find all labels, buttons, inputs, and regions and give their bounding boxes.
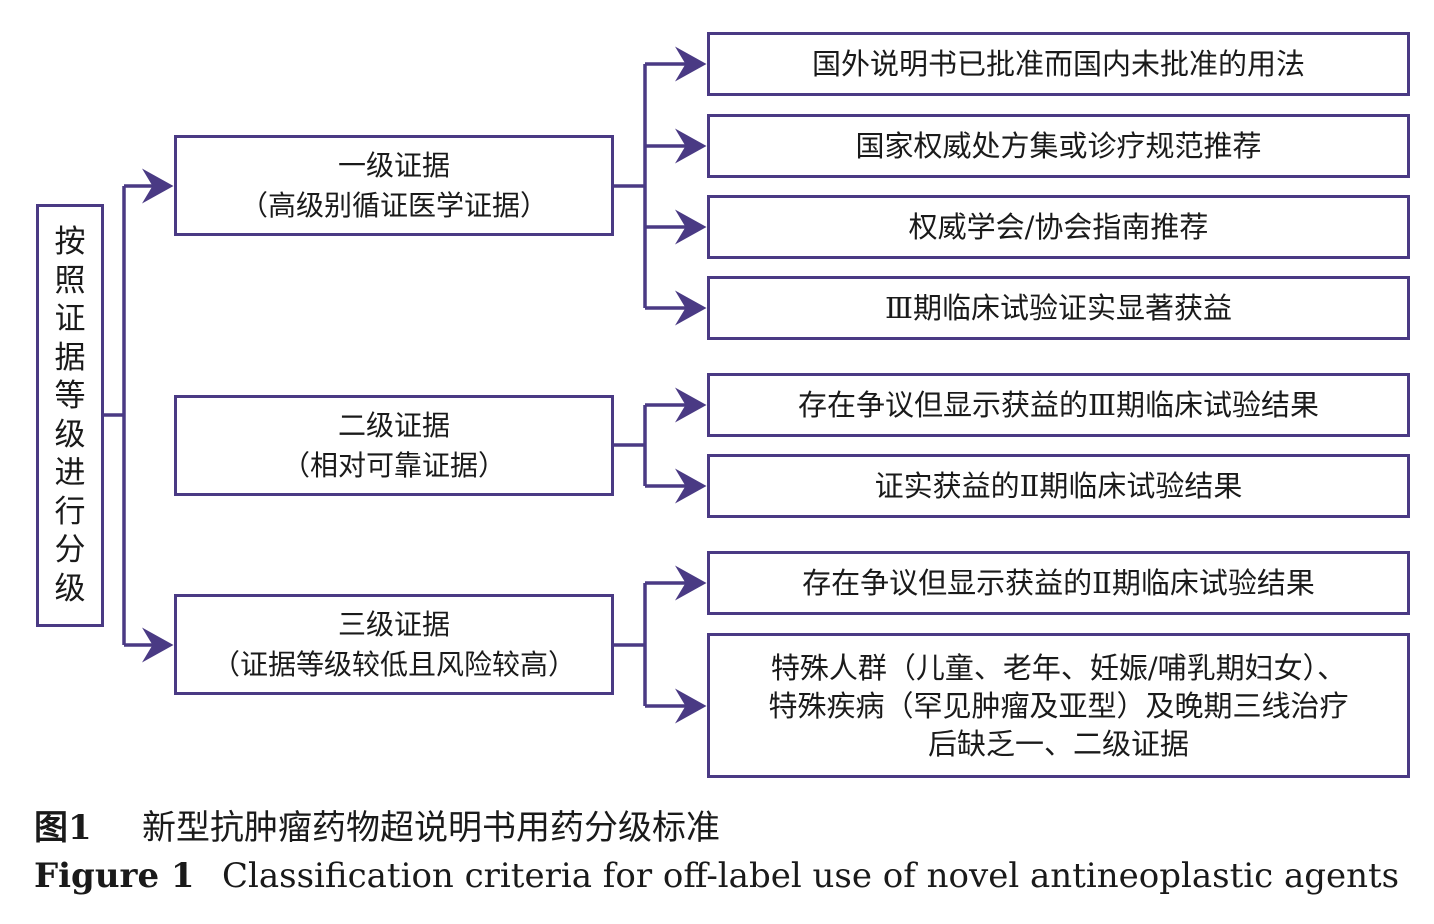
leaf-8-line-2: 特殊疾病（罕见肿瘤及亚型）及晚期三线治疗 [768,688,1349,723]
figure-caption-en: Figure 1 Classification criteria for off-… [34,856,1399,896]
leaf-4-text: Ⅲ期临床试验证实显著获益 [885,291,1232,325]
leaf-8-line-1: 特殊人群（儿童、老年、妊娠/哺乳期妇女）、 [770,650,1347,685]
figure-title-en: Classification criteria for off-label us… [222,856,1400,896]
leaf-8-line-3: 后缺乏一、二级证据 [927,726,1189,761]
leaf-3-text: 权威学会/协会指南推荐 [908,210,1209,244]
figure-title-zh: 新型抗肿瘤药物超说明书用药分级标准 [142,808,720,848]
level-2-node: 二级证据 （相对可靠证据） [174,395,614,496]
leaf-node-4: Ⅲ期临床试验证实显著获益 [707,276,1410,340]
level-3-title: 三级证据 [337,607,450,641]
root-label: 按照证据等级进行分级 [54,224,86,607]
leaf-1-text: 国外说明书已批准而国内未批准的用法 [811,47,1305,81]
leaf-node-7: 存在争议但显示获益的Ⅱ期临床试验结果 [707,551,1410,615]
leaf-5-text: 存在争议但显示获益的Ⅲ期临床试验结果 [798,388,1319,422]
leaf-7-text: 存在争议但显示获益的Ⅱ期临床试验结果 [802,566,1315,600]
level-1-title: 一级证据 [337,148,450,182]
leaf-node-3: 权威学会/协会指南推荐 [707,195,1410,259]
level-2-subtitle: （相对可靠证据） [281,448,506,482]
leaf-node-1: 国外说明书已批准而国内未批准的用法 [707,32,1410,96]
leaf-2-text: 国家权威处方集或诊疗规范推荐 [855,129,1262,163]
leaf-node-2: 国家权威处方集或诊疗规范推荐 [707,114,1410,178]
leaf-node-6: 证实获益的Ⅱ期临床试验结果 [707,454,1410,518]
level-3-subtitle: （证据等级较低且风险较高） [211,647,576,681]
leaf-6-text: 证实获益的Ⅱ期临床试验结果 [874,469,1243,503]
figure-label-zh: 图1 [34,808,92,848]
figure-label-en: Figure 1 [34,856,195,896]
figure-caption-zh: 图1 新型抗肿瘤药物超说明书用药分级标准 [34,800,720,849]
level-2-title: 二级证据 [337,408,450,442]
level-3-node: 三级证据 （证据等级较低且风险较高） [174,594,614,695]
leaf-node-5: 存在争议但显示获益的Ⅲ期临床试验结果 [707,373,1410,437]
level-1-node: 一级证据 （高级别循证医学证据） [174,135,614,236]
root-node: 按照证据等级进行分级 [36,204,104,627]
leaf-node-8: 特殊人群（儿童、老年、妊娠/哺乳期妇女）、 特殊疾病（罕见肿瘤及亚型）及晚期三线… [707,633,1410,778]
level-1-subtitle: （高级别循证医学证据） [239,188,548,222]
